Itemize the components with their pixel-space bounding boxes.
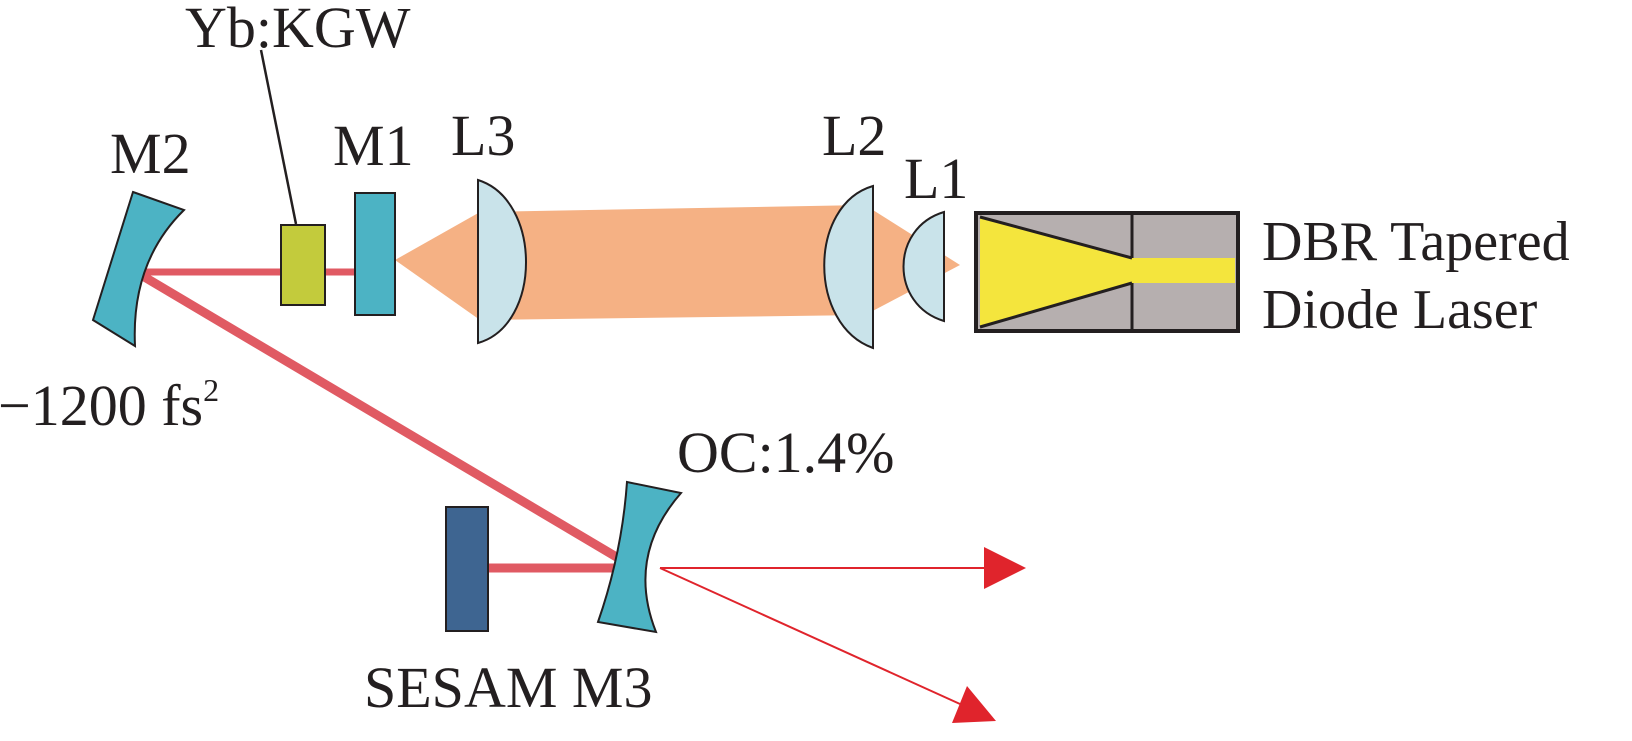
gdd-label: −1200 fs2 [0,372,219,438]
laser-taper [980,217,1132,327]
m1-mirror [354,192,396,316]
l3-label: L3 [451,103,515,168]
dbr-tapered-diode-laser [974,211,1240,333]
l3-lens [477,178,527,345]
laser-label-line-1: DBR Tapered [1262,211,1570,273]
laser-taper-edge-top [979,215,1133,260]
gdd-value: −1200 fs [0,373,203,438]
laser-label-line-2: Diode Laser [1262,279,1538,341]
output-beam-2 [659,567,961,705]
crystal-label: Yb:KGW [185,0,411,60]
oc-label: OC:1.4% [677,420,895,485]
output-arrowhead-2 [952,686,996,723]
sesam-m3-label: SESAM M3 [364,655,652,720]
gdd-exponent: 2 [203,372,219,408]
cavity-beam-diagonal [133,268,638,572]
laser-ridge [1132,258,1235,283]
l1-label: L1 [904,146,968,211]
laser-taper-edge-bottom [979,281,1133,329]
m2-label: M2 [110,121,191,186]
m2-mirror [91,190,186,348]
l2-lens [823,184,874,350]
l2-label: L2 [822,103,886,168]
output-arrowhead-1 [984,547,1026,589]
m1-label: M1 [333,113,414,178]
sesam [445,506,489,632]
yb-kgw-crystal [280,224,326,306]
m3-output-coupler [596,480,683,634]
crystal-leader-line [259,49,298,225]
l1-lens [902,210,945,323]
pump-beam [395,205,960,320]
